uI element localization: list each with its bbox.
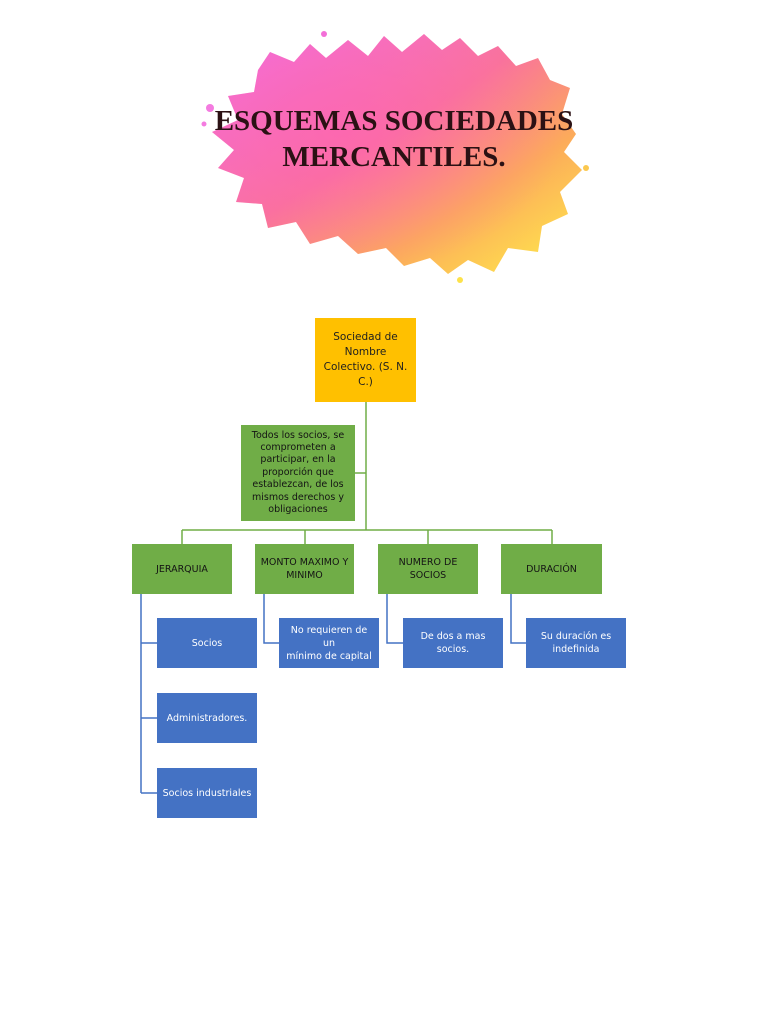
- leaf-socios: Socios: [157, 618, 257, 668]
- title-paint-splash: [201, 31, 589, 283]
- root-node-snc: Sociedad de Nombre Colectivo. (S. N. C.): [315, 318, 416, 402]
- category-jerarquia: JERARQUIA: [132, 544, 232, 594]
- category-numero-socios: NUMERO DE SOCIOS: [378, 544, 478, 594]
- page-title: ESQUEMAS SOCIEDADES MERCANTILES.: [214, 105, 574, 173]
- category-monto: MONTO MAXIMO Y MINIMO: [255, 544, 354, 594]
- leaf-administradores: Administradores.: [157, 693, 257, 743]
- leaf-numero-socios: De dos a mas socios.: [403, 618, 503, 668]
- leaf-socios-industriales: Socios industriales: [157, 768, 257, 818]
- green-connectors: [181, 402, 553, 544]
- leaf-monto-capital: No requieren de un mínimo de capital: [279, 618, 379, 668]
- category-duracion: DURACIÓN: [501, 544, 602, 594]
- description-node: Todos los socios, se comprometen a parti…: [241, 425, 355, 521]
- leaf-duracion: Su duración es indefinida: [526, 618, 626, 668]
